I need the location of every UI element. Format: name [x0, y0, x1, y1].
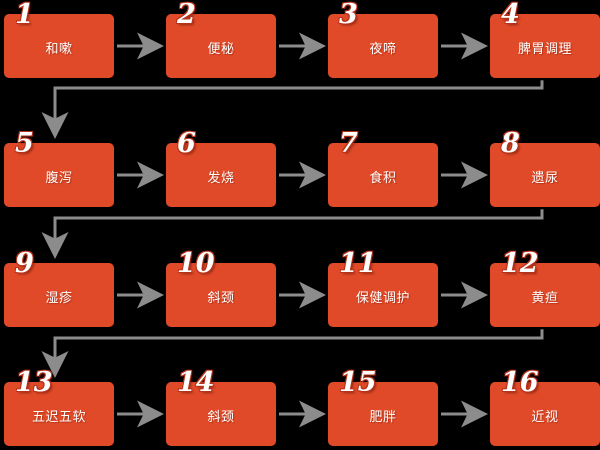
node-number-4: 4: [501, 0, 520, 30]
connector-12-13: [41, 329, 544, 378]
node-label-3: 夜啼: [369, 41, 397, 57]
node-label-4: 脾胃调理: [517, 41, 572, 57]
node-label-2: 便秘: [207, 41, 235, 57]
node-label-8: 遗尿: [531, 170, 559, 186]
node-label-14: 斜颈: [207, 409, 235, 425]
node-number-6: 6: [177, 128, 196, 159]
node-label-6: 发烧: [207, 170, 235, 186]
node-label-16: 近视: [531, 409, 559, 425]
node-number-5: 5: [15, 128, 34, 159]
connector-8-9: [41, 209, 544, 259]
node-number-16: 16: [501, 367, 539, 398]
flow-node-6[interactable]: 6 发烧: [166, 130, 276, 207]
flow-node-7[interactable]: 7 食积: [328, 130, 438, 207]
flow-node-8[interactable]: 8 遗尿: [490, 130, 600, 207]
flow-node-11[interactable]: 11 保健调护: [328, 250, 438, 327]
node-label-9: 湿疹: [45, 290, 73, 306]
node-number-7: 7: [339, 128, 358, 159]
node-number-14: 14: [177, 367, 215, 398]
flow-node-15[interactable]: 15 肥胖: [328, 369, 438, 446]
flow-node-14[interactable]: 14 斜颈: [166, 369, 276, 446]
node-number-11: 11: [339, 248, 377, 279]
node-label-13: 五迟五软: [31, 409, 86, 425]
node-label-10: 斜颈: [207, 290, 235, 306]
flow-node-1[interactable]: 1 和嗽: [4, 1, 114, 78]
connector-4-5: [41, 80, 544, 139]
flow-node-9[interactable]: 9 湿疹: [4, 250, 114, 327]
node-label-5: 腹泻: [45, 170, 73, 186]
node-number-3: 3: [339, 0, 358, 30]
flow-node-12[interactable]: 12 黄疸: [490, 250, 600, 327]
node-number-10: 10: [177, 248, 215, 279]
flow-node-2[interactable]: 2 便秘: [166, 1, 276, 78]
flow-node-3[interactable]: 3 夜啼: [328, 1, 438, 78]
flow-node-5[interactable]: 5 腹泻: [4, 130, 114, 207]
node-label-15: 肥胖: [369, 409, 397, 425]
node-label-7: 食积: [369, 170, 397, 186]
node-number-8: 8: [501, 128, 520, 159]
node-number-12: 12: [501, 248, 539, 279]
flow-node-10[interactable]: 10 斜颈: [166, 250, 276, 327]
node-number-13: 13: [15, 367, 53, 398]
node-number-2: 2: [177, 0, 196, 30]
node-label-11: 保健调护: [355, 290, 410, 306]
node-number-1: 1: [15, 0, 34, 30]
flow-node-13[interactable]: 13 五迟五软: [4, 369, 114, 446]
flow-node-16[interactable]: 16 近视: [490, 369, 600, 446]
flow-node-4[interactable]: 4 脾胃调理: [490, 1, 600, 78]
node-number-15: 15: [339, 367, 377, 398]
node-label-12: 黄疸: [531, 290, 559, 306]
node-label-1: 和嗽: [45, 41, 73, 57]
node-number-9: 9: [15, 248, 34, 279]
